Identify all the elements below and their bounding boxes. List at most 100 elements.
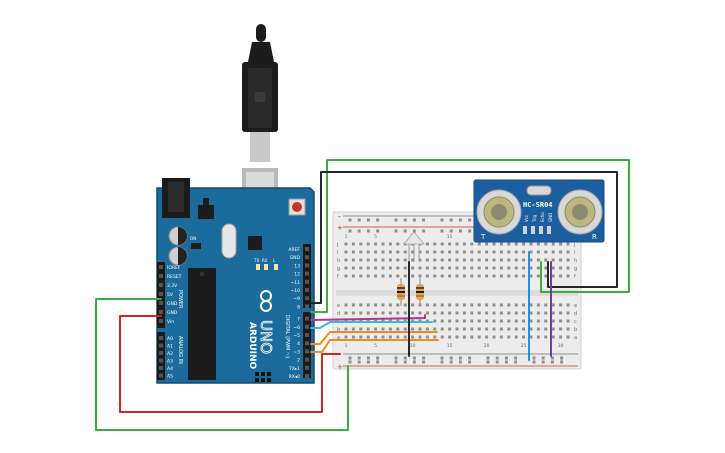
breadboard-hole[interactable] bbox=[396, 250, 400, 254]
rail-hole[interactable] bbox=[412, 360, 416, 364]
breadboard-hole[interactable] bbox=[344, 335, 348, 339]
breadboard-hole[interactable] bbox=[388, 311, 392, 315]
breadboard-hole[interactable] bbox=[514, 266, 518, 270]
breadboard-hole[interactable] bbox=[418, 266, 422, 270]
rail-hole[interactable] bbox=[449, 356, 453, 360]
breadboard-hole[interactable] bbox=[477, 319, 481, 323]
breadboard-hole[interactable] bbox=[366, 258, 370, 262]
breadboard-hole[interactable] bbox=[566, 242, 570, 246]
breadboard-hole[interactable] bbox=[366, 266, 370, 270]
rail-hole[interactable] bbox=[403, 360, 407, 364]
breadboard-hole[interactable] bbox=[485, 319, 489, 323]
breadboard-hole[interactable] bbox=[507, 327, 511, 331]
breadboard-hole[interactable] bbox=[529, 327, 533, 331]
rail-hole[interactable] bbox=[468, 229, 472, 233]
breadboard-hole[interactable] bbox=[440, 274, 444, 278]
breadboard-hole[interactable] bbox=[522, 266, 526, 270]
breadboard-hole[interactable] bbox=[559, 274, 563, 278]
analog-pin-hole[interactable] bbox=[159, 351, 163, 355]
breadboard-hole[interactable] bbox=[433, 335, 437, 339]
breadboard-hole[interactable] bbox=[514, 242, 518, 246]
breadboard-hole[interactable] bbox=[374, 335, 378, 339]
resistor-2[interactable] bbox=[416, 278, 424, 306]
breadboard-hole[interactable] bbox=[351, 274, 355, 278]
breadboard-hole[interactable] bbox=[418, 258, 422, 262]
breadboard-hole[interactable] bbox=[425, 242, 429, 246]
breadboard-hole[interactable] bbox=[396, 258, 400, 262]
breadboard-hole[interactable] bbox=[411, 250, 415, 254]
breadboard-hole[interactable] bbox=[418, 335, 422, 339]
breadboard-hole[interactable] bbox=[381, 303, 385, 307]
breadboard-hole[interactable] bbox=[418, 327, 422, 331]
breadboard-hole[interactable] bbox=[514, 311, 518, 315]
rail-hole[interactable] bbox=[422, 218, 426, 222]
breadboard-hole[interactable] bbox=[455, 266, 459, 270]
breadboard-hole[interactable] bbox=[433, 250, 437, 254]
rail-hole[interactable] bbox=[560, 356, 564, 360]
breadboard-hole[interactable] bbox=[470, 266, 474, 270]
breadboard-hole[interactable] bbox=[351, 303, 355, 307]
breadboard-hole[interactable] bbox=[448, 258, 452, 262]
breadboard-hole[interactable] bbox=[507, 258, 511, 262]
breadboard-hole[interactable] bbox=[485, 303, 489, 307]
breadboard-hole[interactable] bbox=[374, 250, 378, 254]
breadboard-hole[interactable] bbox=[514, 335, 518, 339]
breadboard-hole[interactable] bbox=[566, 319, 570, 323]
breadboard-hole[interactable] bbox=[470, 250, 474, 254]
breadboard-hole[interactable] bbox=[559, 327, 563, 331]
breadboard-hole[interactable] bbox=[425, 274, 429, 278]
breadboard-hole[interactable] bbox=[366, 250, 370, 254]
rail-hole[interactable] bbox=[376, 229, 380, 233]
breadboard-hole[interactable] bbox=[551, 327, 555, 331]
breadboard-hole[interactable] bbox=[381, 311, 385, 315]
breadboard-hole[interactable] bbox=[440, 266, 444, 270]
rail-hole[interactable] bbox=[412, 356, 416, 360]
breadboard-hole[interactable] bbox=[396, 311, 400, 315]
breadboard-hole[interactable] bbox=[529, 335, 533, 339]
breadboard-hole[interactable] bbox=[492, 250, 496, 254]
breadboard-hole[interactable] bbox=[485, 327, 489, 331]
breadboard-hole[interactable] bbox=[359, 303, 363, 307]
breadboard-hole[interactable] bbox=[448, 311, 452, 315]
breadboard-hole[interactable] bbox=[522, 242, 526, 246]
rail-hole[interactable] bbox=[403, 356, 407, 360]
breadboard-hole[interactable] bbox=[566, 335, 570, 339]
breadboard-hole[interactable] bbox=[351, 242, 355, 246]
breadboard-hole[interactable] bbox=[366, 335, 370, 339]
breadboard-hole[interactable] bbox=[455, 335, 459, 339]
breadboard-hole[interactable] bbox=[455, 311, 459, 315]
digital-pin-hole[interactable] bbox=[305, 263, 309, 268]
breadboard-hole[interactable] bbox=[470, 274, 474, 278]
breadboard-hole[interactable] bbox=[462, 327, 466, 331]
breadboard-hole[interactable] bbox=[529, 242, 533, 246]
breadboard-hole[interactable] bbox=[396, 274, 400, 278]
breadboard-hole[interactable] bbox=[462, 311, 466, 315]
breadboard-hole[interactable] bbox=[477, 327, 481, 331]
breadboard-hole[interactable] bbox=[433, 258, 437, 262]
breadboard-hole[interactable] bbox=[507, 335, 511, 339]
breadboard-hole[interactable] bbox=[522, 335, 526, 339]
breadboard-hole[interactable] bbox=[448, 274, 452, 278]
breadboard-hole[interactable] bbox=[359, 258, 363, 262]
rail-hole[interactable] bbox=[440, 360, 444, 364]
breadboard[interactable] bbox=[332, 211, 582, 370]
breadboard-hole[interactable] bbox=[418, 311, 422, 315]
rail-hole[interactable] bbox=[468, 356, 472, 360]
breadboard-hole[interactable] bbox=[499, 274, 503, 278]
breadboard-hole[interactable] bbox=[544, 250, 548, 254]
breadboard-hole[interactable] bbox=[448, 303, 452, 307]
rail-hole[interactable] bbox=[357, 360, 361, 364]
breadboard-hole[interactable] bbox=[485, 335, 489, 339]
power-pin-hole[interactable] bbox=[159, 319, 163, 323]
breadboard-hole[interactable] bbox=[351, 258, 355, 262]
breadboard-hole[interactable] bbox=[485, 250, 489, 254]
breadboard-hole[interactable] bbox=[566, 311, 570, 315]
breadboard-hole[interactable] bbox=[462, 303, 466, 307]
breadboard-hole[interactable] bbox=[433, 274, 437, 278]
breadboard-hole[interactable] bbox=[514, 250, 518, 254]
breadboard-hole[interactable] bbox=[425, 250, 429, 254]
breadboard-hole[interactable] bbox=[514, 327, 518, 331]
breadboard-hole[interactable] bbox=[425, 327, 429, 331]
breadboard-hole[interactable] bbox=[522, 327, 526, 331]
rail-hole[interactable] bbox=[376, 356, 380, 360]
